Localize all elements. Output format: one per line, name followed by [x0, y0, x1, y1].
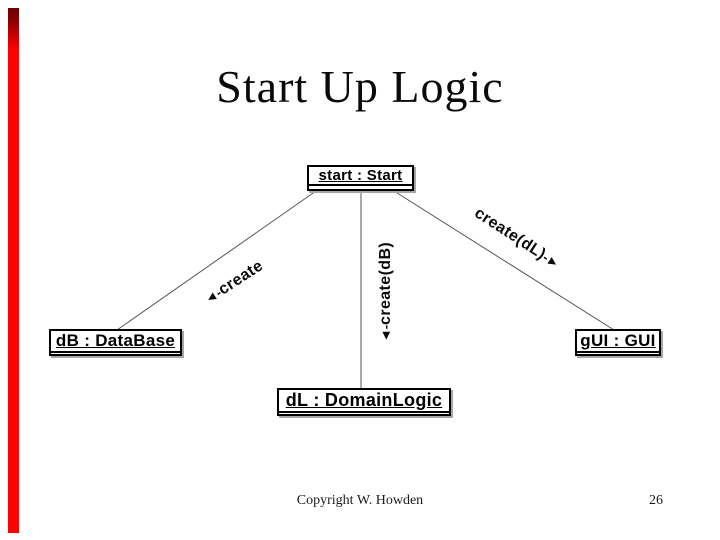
page-number: 26 [649, 493, 663, 508]
uml-object-dl: dL : DomainLogic [277, 388, 451, 416]
slide-title: Start Up Logic [216, 61, 504, 112]
edge-start-to-db [116, 190, 317, 331]
edge-start-to-gui [393, 190, 615, 331]
uml-object-dl-label: dL : DomainLogic [279, 390, 449, 413]
message-label-create-text: create [215, 257, 267, 299]
message-label-create-dl-text: create(dL) [471, 204, 549, 264]
uml-object-db: dB : DataBase [49, 329, 182, 356]
uml-object-gui-compartment [577, 353, 659, 354]
uml-object-dl-compartment [279, 413, 449, 414]
uml-object-gui-label: gUI : GUI [577, 331, 659, 353]
uml-object-start-compartment [309, 186, 412, 189]
arrowhead-icon: ◄- [378, 324, 393, 343]
uml-object-db-label: dB : DataBase [51, 331, 180, 353]
left-accent-bar [8, 8, 19, 533]
message-label-create-db-text: create(dB) [377, 241, 394, 325]
uml-object-db-compartment [51, 353, 180, 354]
uml-object-start: start : Start [307, 165, 414, 191]
footer-copyright: Copyright W. Howden [296, 493, 424, 508]
message-label-create: ◄-create [201, 257, 267, 308]
uml-object-start-label: start : Start [309, 167, 412, 186]
uml-object-gui: gUI : GUI [575, 329, 661, 356]
message-label-create-dl: create(dL)-► [471, 205, 563, 274]
message-label-create-db: ◄-create(dB) [377, 242, 395, 342]
